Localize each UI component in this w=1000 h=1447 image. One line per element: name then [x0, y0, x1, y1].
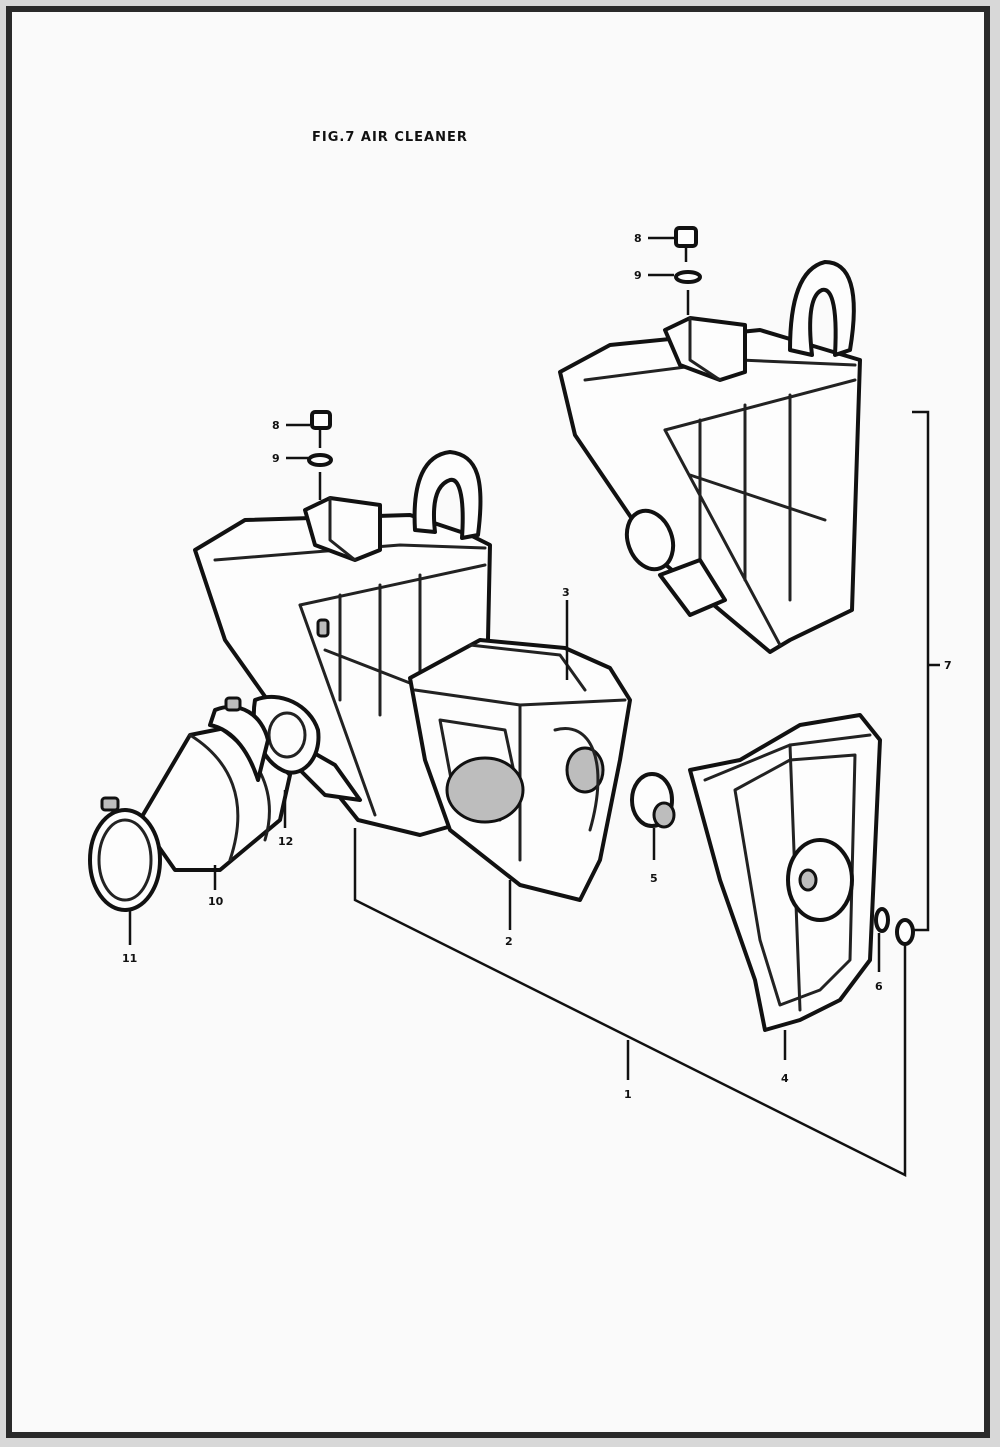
callout-clamp-outer: 11 — [122, 952, 137, 965]
upper-air-cleaner-case — [558, 260, 862, 654]
main-air-cleaner-case — [193, 450, 492, 837]
figure-title: FIG.7 AIR CLEANER — [312, 130, 468, 145]
cover-nut — [895, 918, 915, 946]
callout-clamp-inner: 12 — [278, 835, 293, 848]
inner-hose-clamp — [208, 696, 287, 828]
callout-top-bolt: 8 — [634, 232, 642, 245]
callout-element: 3 — [562, 586, 570, 599]
outer-hose-clamp — [88, 796, 162, 945]
callout-assembly-cover: 7 — [944, 659, 952, 672]
bracket-assembly-7 — [912, 410, 940, 932]
filter-element — [408, 638, 632, 902]
left-bolt — [310, 410, 332, 448]
callout-hose: 10 — [208, 895, 224, 908]
callout-assembly-main: 1 — [624, 1088, 632, 1101]
cover-washer — [874, 907, 890, 972]
callout-washer-small: 6 — [875, 980, 883, 993]
callout-cover: 4 — [781, 1072, 789, 1085]
callout-left-bolt: 8 — [272, 419, 280, 432]
callout-grommet: 5 — [650, 872, 658, 885]
callout-left-washer: 9 — [272, 452, 280, 465]
grommet — [630, 772, 676, 860]
top-bolt — [674, 226, 698, 262]
callout-top-washer: 9 — [634, 269, 642, 282]
bracket-assembly-1 — [353, 828, 907, 1178]
left-washer — [307, 453, 333, 500]
top-washer — [674, 270, 702, 315]
air-cleaner-cover — [688, 713, 882, 1060]
callout-frame: 2 — [505, 935, 513, 948]
